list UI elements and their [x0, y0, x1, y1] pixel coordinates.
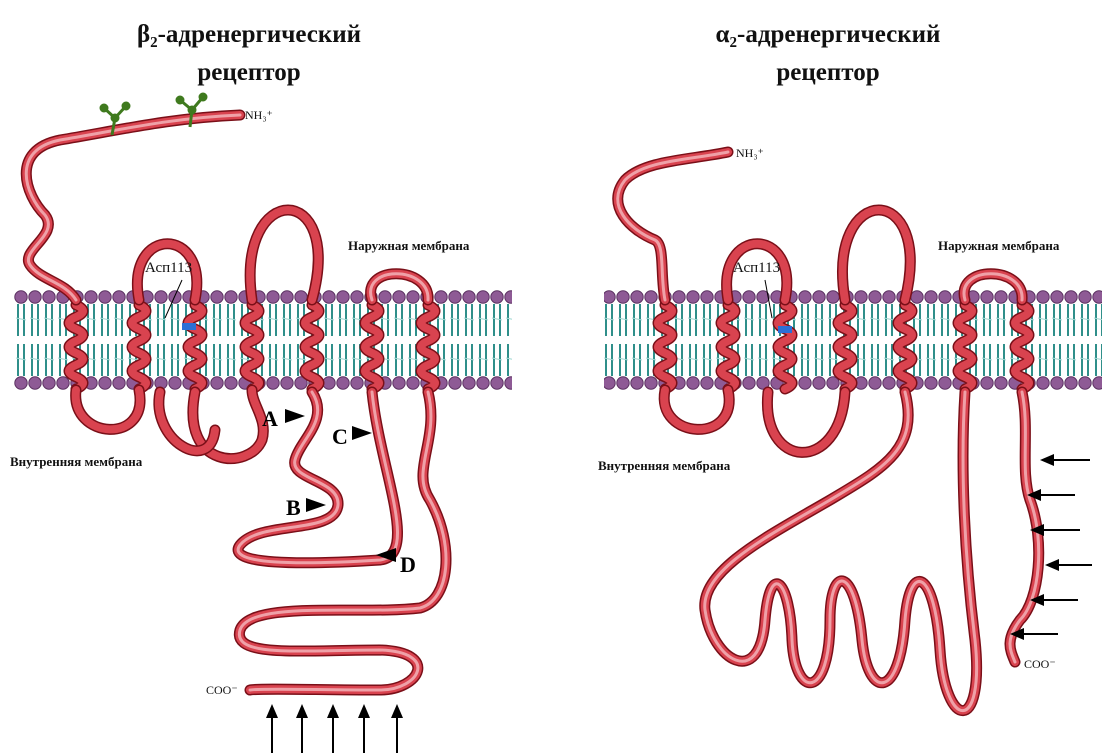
alpha2-asn-label: Асп113 [733, 260, 780, 276]
alpha2-inner-membrane-label: Внутренняя мембрана [598, 458, 731, 473]
site-a-arrowhead [285, 409, 305, 423]
alpha2-asp-marker [778, 326, 792, 333]
site-a-label: A [262, 406, 278, 431]
site-b-arrowhead [306, 498, 326, 512]
beta2-n-terminus: NH₃⁺ [245, 108, 273, 122]
beta2-outer-membrane-label: Наружная мембрана [348, 238, 470, 253]
beta2-inner-membrane-label: Внутренняя мембрана [10, 454, 143, 469]
beta2-asp-marker [182, 323, 196, 330]
beta2-title-line1: β₂-адренергический [137, 21, 361, 48]
site-c-label: C [332, 424, 348, 449]
beta2-loops [26, 115, 446, 690]
alpha2-title-line2: рецептор [776, 59, 879, 86]
phosphorylation-arrows-up [266, 704, 403, 753]
alpha2-title-line1: α₂-адренергический [716, 21, 941, 48]
site-c-arrowhead [352, 426, 372, 440]
site-b-label: B [286, 495, 301, 520]
beta2-receptor: β₂-адренергический рецептор [10, 21, 512, 753]
site-d-label: D [400, 552, 416, 577]
beta2-title-line2: рецептор [197, 59, 300, 86]
alpha2-c-terminus: COO⁻ [1024, 657, 1056, 671]
alpha2-outer-membrane-label: Наружная мембрана [938, 238, 1060, 253]
alpha2-loops [618, 152, 1039, 711]
alpha2-n-terminus: NH₃⁺ [736, 146, 764, 160]
beta2-asn-label: Асп113 [145, 260, 192, 276]
beta2-c-terminus: COO⁻ [206, 683, 238, 697]
alpha2-receptor: α₂-адренергический рецептор [598, 21, 1102, 711]
